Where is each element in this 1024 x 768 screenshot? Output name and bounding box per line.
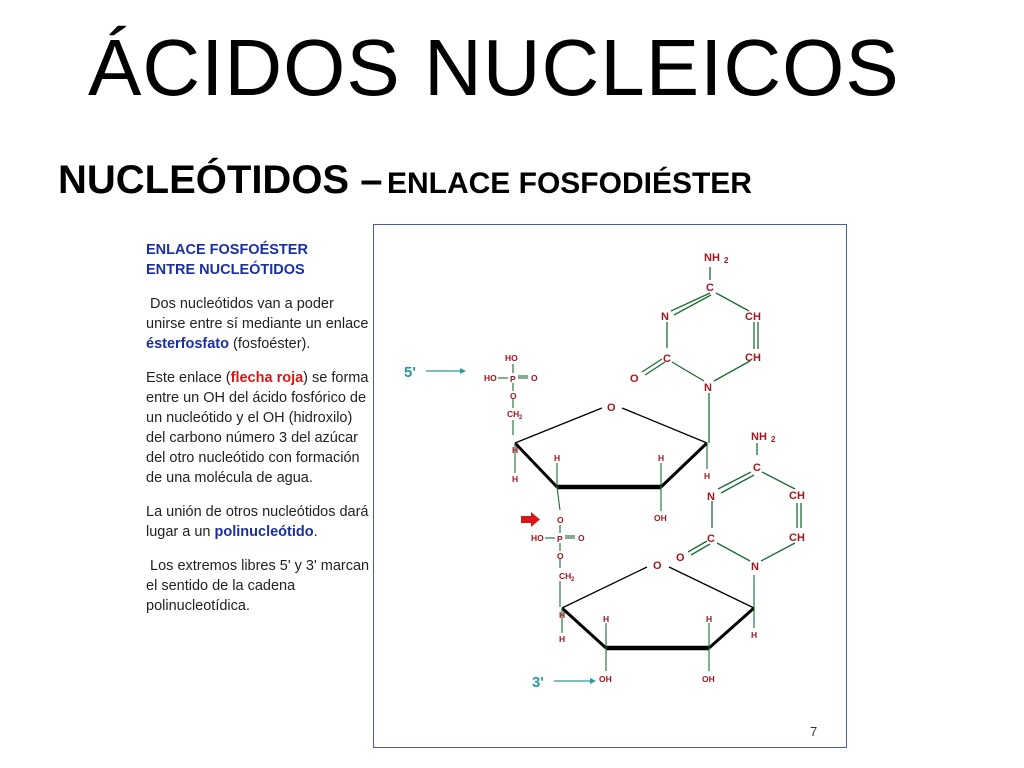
svg-text:N: N bbox=[661, 311, 669, 323]
svg-text:2: 2 bbox=[724, 256, 729, 265]
svg-text:O: O bbox=[630, 373, 639, 385]
base-1 bbox=[641, 267, 759, 443]
svg-text:O: O bbox=[531, 373, 538, 383]
sugar-1-atoms: O H H H H H OH bbox=[512, 402, 710, 523]
svg-text:H: H bbox=[512, 474, 518, 484]
svg-text:N: N bbox=[707, 491, 715, 503]
sugar-2-ring bbox=[560, 566, 755, 651]
svg-text:CH: CH bbox=[559, 571, 571, 581]
svg-text:C: C bbox=[753, 462, 761, 474]
svg-text:HO: HO bbox=[531, 533, 544, 543]
svg-text:OH: OH bbox=[702, 674, 715, 684]
svg-text:H: H bbox=[603, 614, 609, 624]
svg-text:CH: CH bbox=[745, 311, 761, 323]
sugar-2-atoms: O H H H H H OH OH bbox=[559, 560, 757, 684]
phosphate-2 bbox=[545, 525, 575, 607]
slide-subtitle: NUCLEÓTIDOS – ENLACE FOSFODIÉSTER bbox=[58, 158, 752, 203]
svg-text:P: P bbox=[510, 374, 516, 384]
svg-text:2: 2 bbox=[771, 435, 776, 444]
paragraph-2: Este enlace (flecha roja) se forma entre… bbox=[146, 370, 369, 486]
svg-text:P: P bbox=[557, 534, 563, 544]
svg-text:H: H bbox=[559, 610, 565, 620]
base-2-atoms: NH 2 C N CH CH C O N bbox=[676, 431, 805, 573]
base-1-atoms: NH 2 C N CH CH C O N bbox=[630, 252, 761, 394]
subtitle-sub: ENLACE FOSFODIÉSTER bbox=[386, 167, 752, 200]
phosphodiester-arrow bbox=[521, 512, 540, 527]
svg-text:H: H bbox=[658, 453, 664, 463]
svg-text:H: H bbox=[706, 614, 712, 624]
svg-text:O: O bbox=[557, 551, 564, 561]
svg-text:C: C bbox=[663, 353, 671, 365]
svg-text:NH: NH bbox=[751, 431, 767, 443]
explanation-panel: ENLACE FOSFOÉSTER ENTRE NUCLEÓTIDOS Dos … bbox=[146, 240, 371, 745]
panel-heading-line1: ENLACE FOSFOÉSTER bbox=[146, 242, 308, 258]
svg-text:O: O bbox=[510, 391, 517, 401]
svg-text:O: O bbox=[578, 533, 585, 543]
svg-text:CH: CH bbox=[745, 352, 761, 364]
svg-text:HO: HO bbox=[505, 353, 518, 363]
svg-text:NH: NH bbox=[704, 252, 720, 264]
sugar-2-bonds bbox=[561, 575, 755, 671]
page-number: 7 bbox=[810, 724, 817, 739]
svg-text:CH: CH bbox=[789, 532, 805, 544]
svg-text:H: H bbox=[559, 634, 565, 644]
paragraph-1: Dos nucleótidos van a poder unirse entre… bbox=[146, 296, 369, 352]
panel-heading-line2: ENTRE NUCLEÓTIDOS bbox=[146, 262, 305, 278]
label-5prime: 5' bbox=[404, 364, 416, 381]
base-2 bbox=[687, 443, 802, 562]
svg-text:O: O bbox=[676, 552, 685, 564]
svg-text:OH: OH bbox=[599, 674, 612, 684]
svg-text:HO: HO bbox=[484, 373, 497, 383]
label-3prime: 3' bbox=[532, 674, 544, 691]
svg-text:H: H bbox=[554, 453, 560, 463]
svg-text:H: H bbox=[512, 445, 518, 455]
svg-text:C: C bbox=[707, 533, 715, 545]
slide-title: ÁCIDOS NUCLEICOS bbox=[88, 23, 900, 112]
svg-text:H: H bbox=[704, 471, 710, 481]
svg-text:OH: OH bbox=[654, 513, 667, 523]
svg-text:H: H bbox=[751, 630, 757, 640]
svg-text:CH: CH bbox=[507, 409, 519, 419]
svg-text:2: 2 bbox=[571, 577, 575, 583]
sugar-1-bonds bbox=[514, 443, 708, 511]
three-prime-end: 3' bbox=[532, 674, 596, 691]
phosphate-1 bbox=[498, 364, 528, 435]
svg-text:CH: CH bbox=[789, 490, 805, 502]
sugar-1-ring bbox=[513, 407, 709, 490]
subtitle-main: NUCLEÓTIDOS – bbox=[58, 158, 383, 202]
svg-text:2: 2 bbox=[519, 415, 523, 421]
svg-text:N: N bbox=[751, 561, 759, 573]
svg-text:N: N bbox=[704, 382, 712, 394]
five-prime-end: 5' bbox=[404, 364, 466, 381]
paragraph-3: La unión de otros nucleótidos dará lugar… bbox=[146, 504, 369, 540]
svg-text:O: O bbox=[557, 515, 564, 525]
svg-text:O: O bbox=[607, 402, 616, 414]
paragraph-4: Los extremos libres 5' y 3' marcan el se… bbox=[146, 558, 370, 614]
svg-text:C: C bbox=[706, 282, 714, 294]
svg-text:O: O bbox=[653, 560, 662, 572]
